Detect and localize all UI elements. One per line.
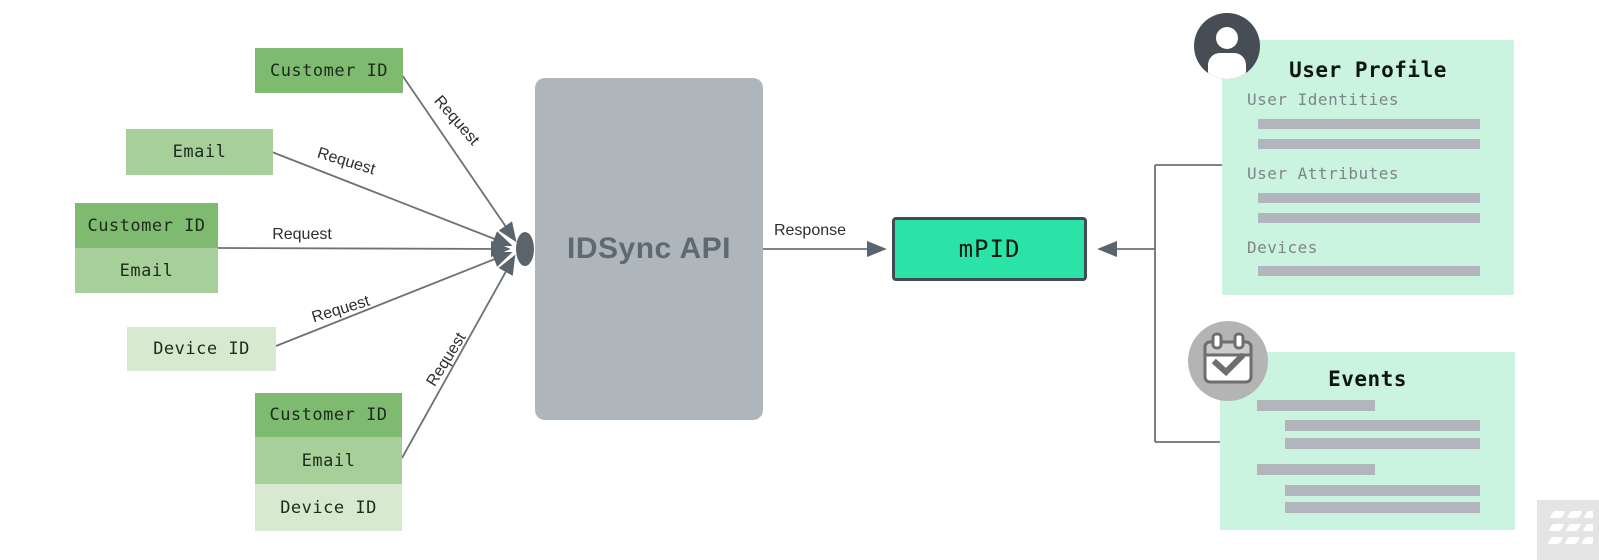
placeholder-bar [1258, 266, 1480, 276]
mpid-label: mPID [958, 235, 1021, 263]
input-row: Device ID [255, 484, 402, 531]
input-box-customer-id: Customer ID [255, 48, 403, 93]
input-row: Customer ID [255, 393, 402, 437]
placeholder-bar [1258, 139, 1480, 149]
input-row: Email [75, 248, 218, 293]
section-label-user-identities: User Identities [1247, 90, 1399, 109]
input-row: Device ID [127, 327, 276, 371]
user-profile-title: User Profile [1289, 58, 1447, 82]
request-label-3: Request [272, 226, 332, 243]
placeholder-bar [1258, 119, 1480, 129]
input-row: Customer ID [255, 48, 403, 93]
placeholder-bar [1285, 438, 1480, 449]
placeholder-bar [1258, 193, 1480, 203]
input-box-device-id: Device ID [127, 327, 276, 371]
placeholder-bar [1285, 502, 1480, 513]
user-icon [1194, 13, 1260, 79]
placeholder-bar [1285, 485, 1480, 496]
section-label-devices: Devices [1247, 238, 1318, 257]
placeholder-bar [1285, 420, 1480, 431]
input-box-customer-id-email: Customer ID Email [75, 203, 218, 293]
input-box-email: Email [126, 129, 273, 175]
placeholder-bar [1257, 400, 1375, 411]
response-label: Response [773, 222, 847, 239]
mparticle-logo-icon [1537, 500, 1599, 560]
section-label-user-attributes: User Attributes [1247, 164, 1399, 183]
user-profile-panel: User Profile User Identities User Attrib… [1222, 40, 1514, 295]
convergence-point [516, 232, 534, 266]
input-row: Customer ID [75, 203, 218, 248]
idsync-api-box: IDSync API [535, 78, 763, 420]
idsync-api-label: IDSync API [567, 232, 731, 265]
placeholder-bar [1257, 464, 1375, 475]
placeholder-bar [1258, 213, 1480, 223]
mpid-box: mPID [892, 217, 1087, 281]
input-row: Email [126, 129, 273, 175]
input-row: Email [255, 437, 402, 484]
events-panel: Events [1220, 352, 1515, 530]
input-box-customer-id-email-device-id: Customer ID Email Device ID [255, 393, 402, 531]
calendar-icon [1188, 321, 1268, 401]
events-title: Events [1328, 367, 1407, 391]
